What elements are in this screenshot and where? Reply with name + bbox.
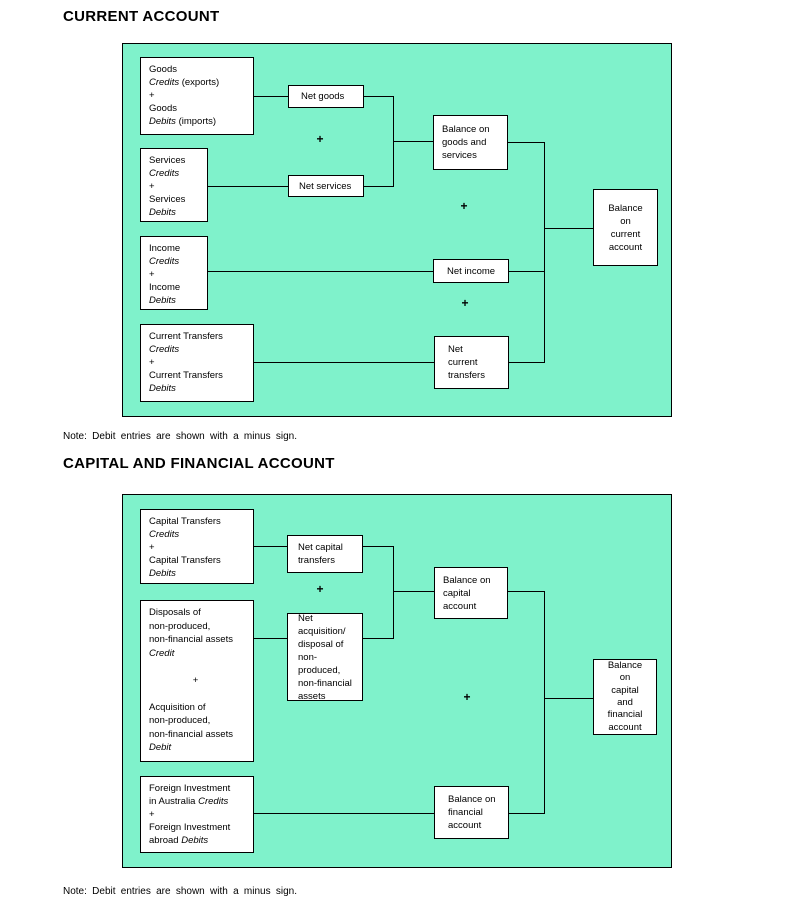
connector-income-to-netincome: [208, 271, 433, 272]
connector-vertical-goods-services: [393, 96, 394, 187]
connector-vertical-trunk-current: [544, 142, 545, 363]
section-title-current-account: CURRENT ACCOUNT: [63, 8, 220, 25]
connector-transfers-to-nettransfers: [254, 362, 434, 363]
connector-balance-goods-services-right: [508, 142, 544, 143]
plus-sign: +: [460, 199, 468, 213]
connector-to-balance-goods-services: [394, 141, 433, 142]
net-income-box: Net income: [433, 259, 509, 283]
connector-goods-to-netgoods: [254, 96, 288, 97]
plus-sign: +: [316, 582, 324, 596]
connector-balance-capital-right: [508, 591, 544, 592]
note-capital-financial-account: Note: Debit entries are shown with a min…: [63, 886, 297, 897]
plus-sign: +: [463, 690, 471, 704]
connector-vertical-capital: [393, 546, 394, 639]
connector-disposals-to-netacquisition: [254, 638, 287, 639]
connector-netincome-right: [509, 271, 544, 272]
plus-sign: +: [461, 296, 469, 310]
connector-to-balance-capital-account: [394, 591, 434, 592]
connector-to-balance-current-account: [545, 228, 593, 229]
connector-netacquisition-right: [363, 638, 393, 639]
connector-to-balance-capital-financial: [545, 698, 593, 699]
connector-nettransfers-right: [509, 362, 544, 363]
plus-sign: +: [316, 132, 324, 146]
connector-foreign-to-balancefinancial: [254, 813, 434, 814]
connector-netgoods-right: [364, 96, 393, 97]
note-current-account: Note: Debit entries are shown with a min…: [63, 431, 297, 442]
connector-services-to-netservices: [208, 186, 288, 187]
connector-netservices-right: [364, 186, 393, 187]
section-title-capital-financial-account: CAPITAL AND FINANCIAL ACCOUNT: [63, 455, 335, 472]
net-services-box: Net services: [288, 175, 364, 197]
connector-capitaltransfers-to-netcapital: [254, 546, 287, 547]
connector-netcapital-right: [363, 546, 393, 547]
connector-balancefinancial-right: [509, 813, 544, 814]
connector-vertical-trunk-capital: [544, 591, 545, 814]
net-goods-box: Net goods: [288, 85, 364, 108]
